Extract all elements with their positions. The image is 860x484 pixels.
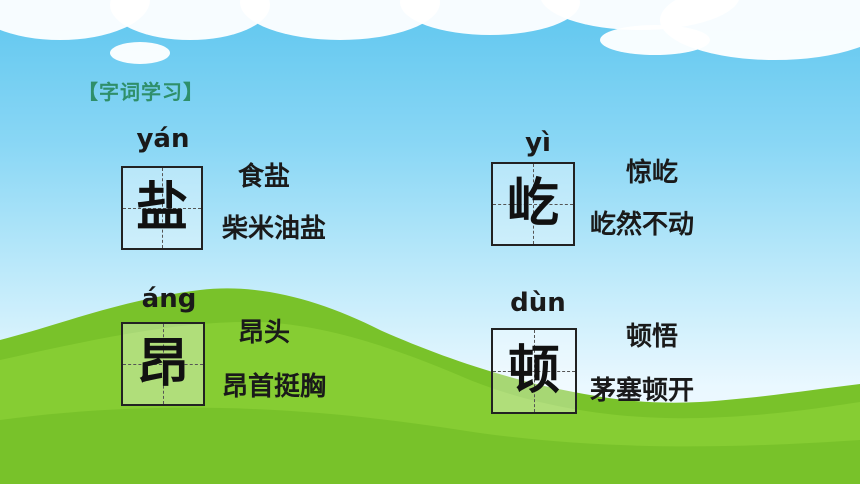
word-2: 柴米油盐 xyxy=(222,214,327,244)
character: 昂 xyxy=(136,334,189,394)
pinyin-label: yì xyxy=(525,128,551,158)
cloud xyxy=(600,25,710,55)
tianzige-box: 盐 xyxy=(121,166,203,250)
word-2: 昂首挺胸 xyxy=(222,372,327,402)
word-2: 茅塞顿开 xyxy=(590,376,695,406)
word-1: 惊屹 xyxy=(626,158,679,188)
character: 屹 xyxy=(506,174,559,234)
word-1: 顿悟 xyxy=(626,322,679,352)
character: 顿 xyxy=(507,341,560,401)
word-2: 屹然不动 xyxy=(590,210,695,240)
section-title: 【字词学习】 xyxy=(78,80,204,104)
pinyin-label: áng xyxy=(141,284,197,314)
grid-guide-vertical xyxy=(533,164,534,244)
pinyin-label: yán xyxy=(136,124,190,154)
word-1: 昂头 xyxy=(238,318,291,348)
grid-guide-vertical xyxy=(163,324,164,404)
word-1: 食盐 xyxy=(238,162,291,192)
tianzige-box: 顿 xyxy=(491,328,577,414)
character: 盐 xyxy=(135,178,188,238)
pinyin-label: dùn xyxy=(510,288,566,318)
grid-guide-vertical xyxy=(534,330,535,412)
tianzige-box: 屹 xyxy=(491,162,575,246)
cloud xyxy=(110,42,170,64)
tianzige-box: 昂 xyxy=(121,322,205,406)
grid-guide-vertical xyxy=(162,168,163,248)
